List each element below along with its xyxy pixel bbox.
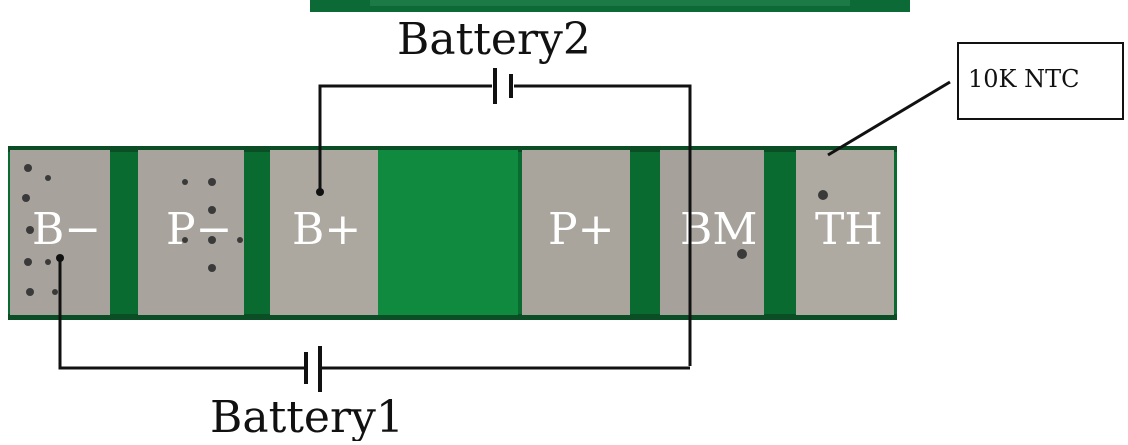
battery2-label: Battery2 bbox=[397, 14, 591, 65]
ntc-leader-line bbox=[827, 80, 951, 157]
ntc-callout-box bbox=[957, 42, 1124, 120]
battery1-label: Battery1 bbox=[210, 392, 404, 441]
ntc-label: 10K NTC bbox=[968, 65, 1079, 93]
battery1-wire bbox=[58, 258, 690, 370]
pcb-top-edge bbox=[8, 146, 897, 152]
battery2-symbol bbox=[493, 68, 513, 104]
pad-p-minus bbox=[138, 150, 244, 315]
battery2-wire bbox=[318, 84, 692, 366]
pcb-bottom-edge bbox=[8, 314, 897, 320]
center-green-area bbox=[378, 150, 518, 315]
pad-label-bm: BM bbox=[680, 204, 757, 255]
pad-label-p-plus: P+ bbox=[548, 204, 614, 255]
pad-bm bbox=[660, 150, 764, 315]
top-strip-highlight bbox=[370, 0, 850, 6]
pad-label-b-plus: B+ bbox=[292, 204, 361, 255]
via-dots bbox=[22, 164, 828, 296]
b-plus-junction bbox=[316, 188, 324, 196]
pad-p-plus bbox=[522, 150, 630, 315]
pad-label-th: TH bbox=[815, 204, 883, 255]
battery1-symbol bbox=[304, 346, 322, 392]
pad-b-plus bbox=[270, 150, 378, 315]
pad-labels: B− P− B+ P+ BM TH bbox=[32, 204, 883, 255]
pad-label-p-minus: P− bbox=[166, 204, 232, 255]
pad-label-b-minus: B− bbox=[32, 204, 101, 255]
pad-th bbox=[796, 150, 894, 315]
b-minus-junction bbox=[56, 254, 64, 262]
